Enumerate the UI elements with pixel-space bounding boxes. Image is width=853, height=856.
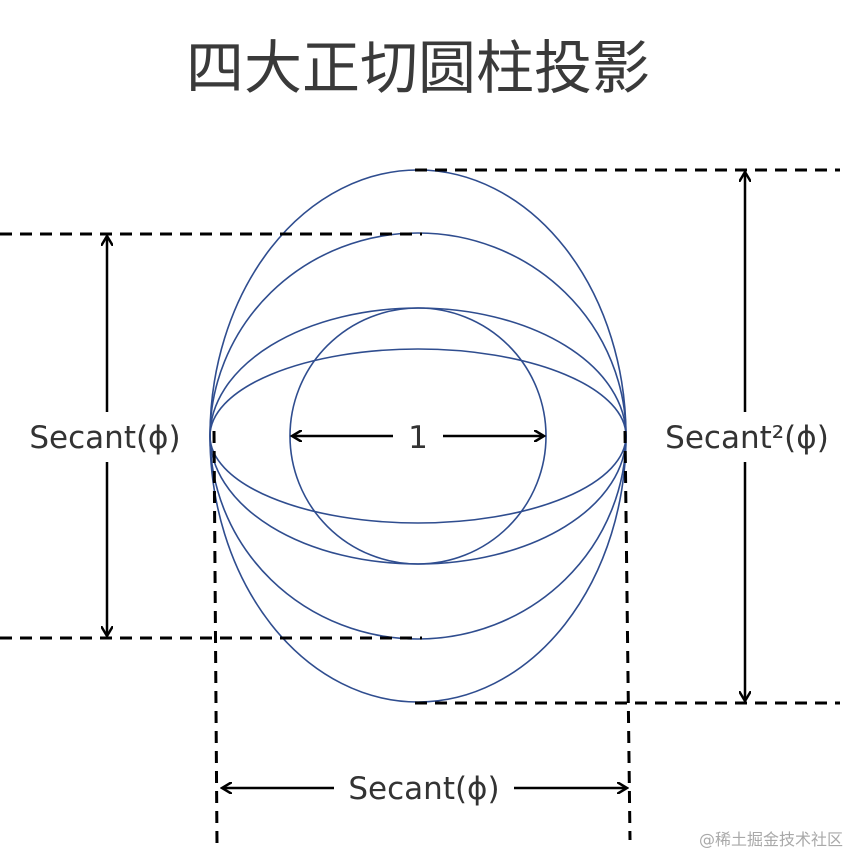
left-height-label: Secant(ϕ) [29,420,180,456]
bottom-width-label: Secant(ϕ) [348,771,499,807]
watermark: @稀土掘金技术社区 [699,830,843,849]
dash-vertical-left [212,430,219,846]
dash-vertical-right [623,430,632,841]
center-width-dimension: 1 [292,420,544,456]
dashed-guides [0,168,840,846]
bottom-width-dimension: Secant(ϕ) [222,771,627,807]
center-width-label: 1 [408,420,428,456]
right-height-dimension: Secant²(ϕ) [665,172,829,701]
right-height-label: Secant²(ϕ) [665,420,829,456]
left-height-dimension: Secant(ϕ) [29,236,181,636]
diagram-title: 四大正切圆柱投影 [186,34,650,102]
